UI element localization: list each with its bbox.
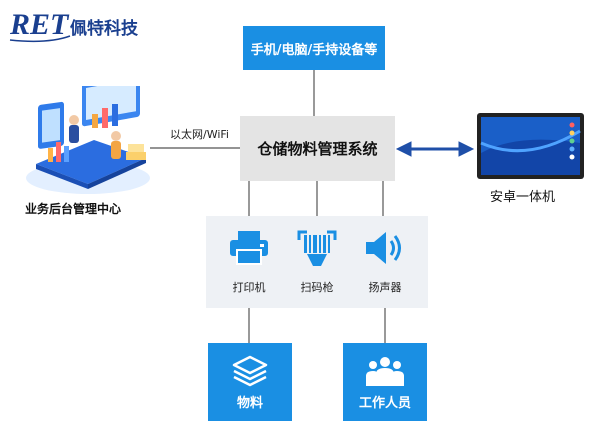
node-android-terminal: 安卓一体机 (490, 190, 556, 205)
printer-icon (230, 231, 268, 265)
barcode-scanner-icon (297, 230, 337, 266)
edge-label-ethernet-wifi: 以太网/WiFi (170, 128, 229, 141)
node-staff: 工作人员 (343, 343, 427, 421)
layers-icon (232, 355, 268, 386)
android-terminal-icon (477, 113, 584, 179)
node-mobile-devices: 手机/电脑/手持设备等 (243, 26, 385, 70)
dashboard-illustration-icon (26, 86, 150, 194)
node-staff-label: 工作人员 (358, 395, 411, 411)
double-arrow-icon (395, 141, 475, 157)
device-label-scanner: 扫码枪 (300, 281, 334, 294)
node-business-admin: 业务后台管理中心 (25, 202, 122, 216)
people-icon (366, 356, 404, 386)
device-label-printer: 打印机 (232, 281, 266, 294)
node-material: 物料 (208, 343, 292, 421)
ret-logo: RET (9, 8, 71, 43)
logo-mark: RET (9, 8, 70, 41)
device-label-speaker: 扬声器 (368, 281, 402, 294)
node-wms-system: 仓储物料管理系统 (240, 116, 395, 181)
node-material-label: 物料 (236, 395, 263, 411)
logo-name: 佩特科技 (70, 19, 138, 39)
speaker-icon (366, 232, 401, 264)
